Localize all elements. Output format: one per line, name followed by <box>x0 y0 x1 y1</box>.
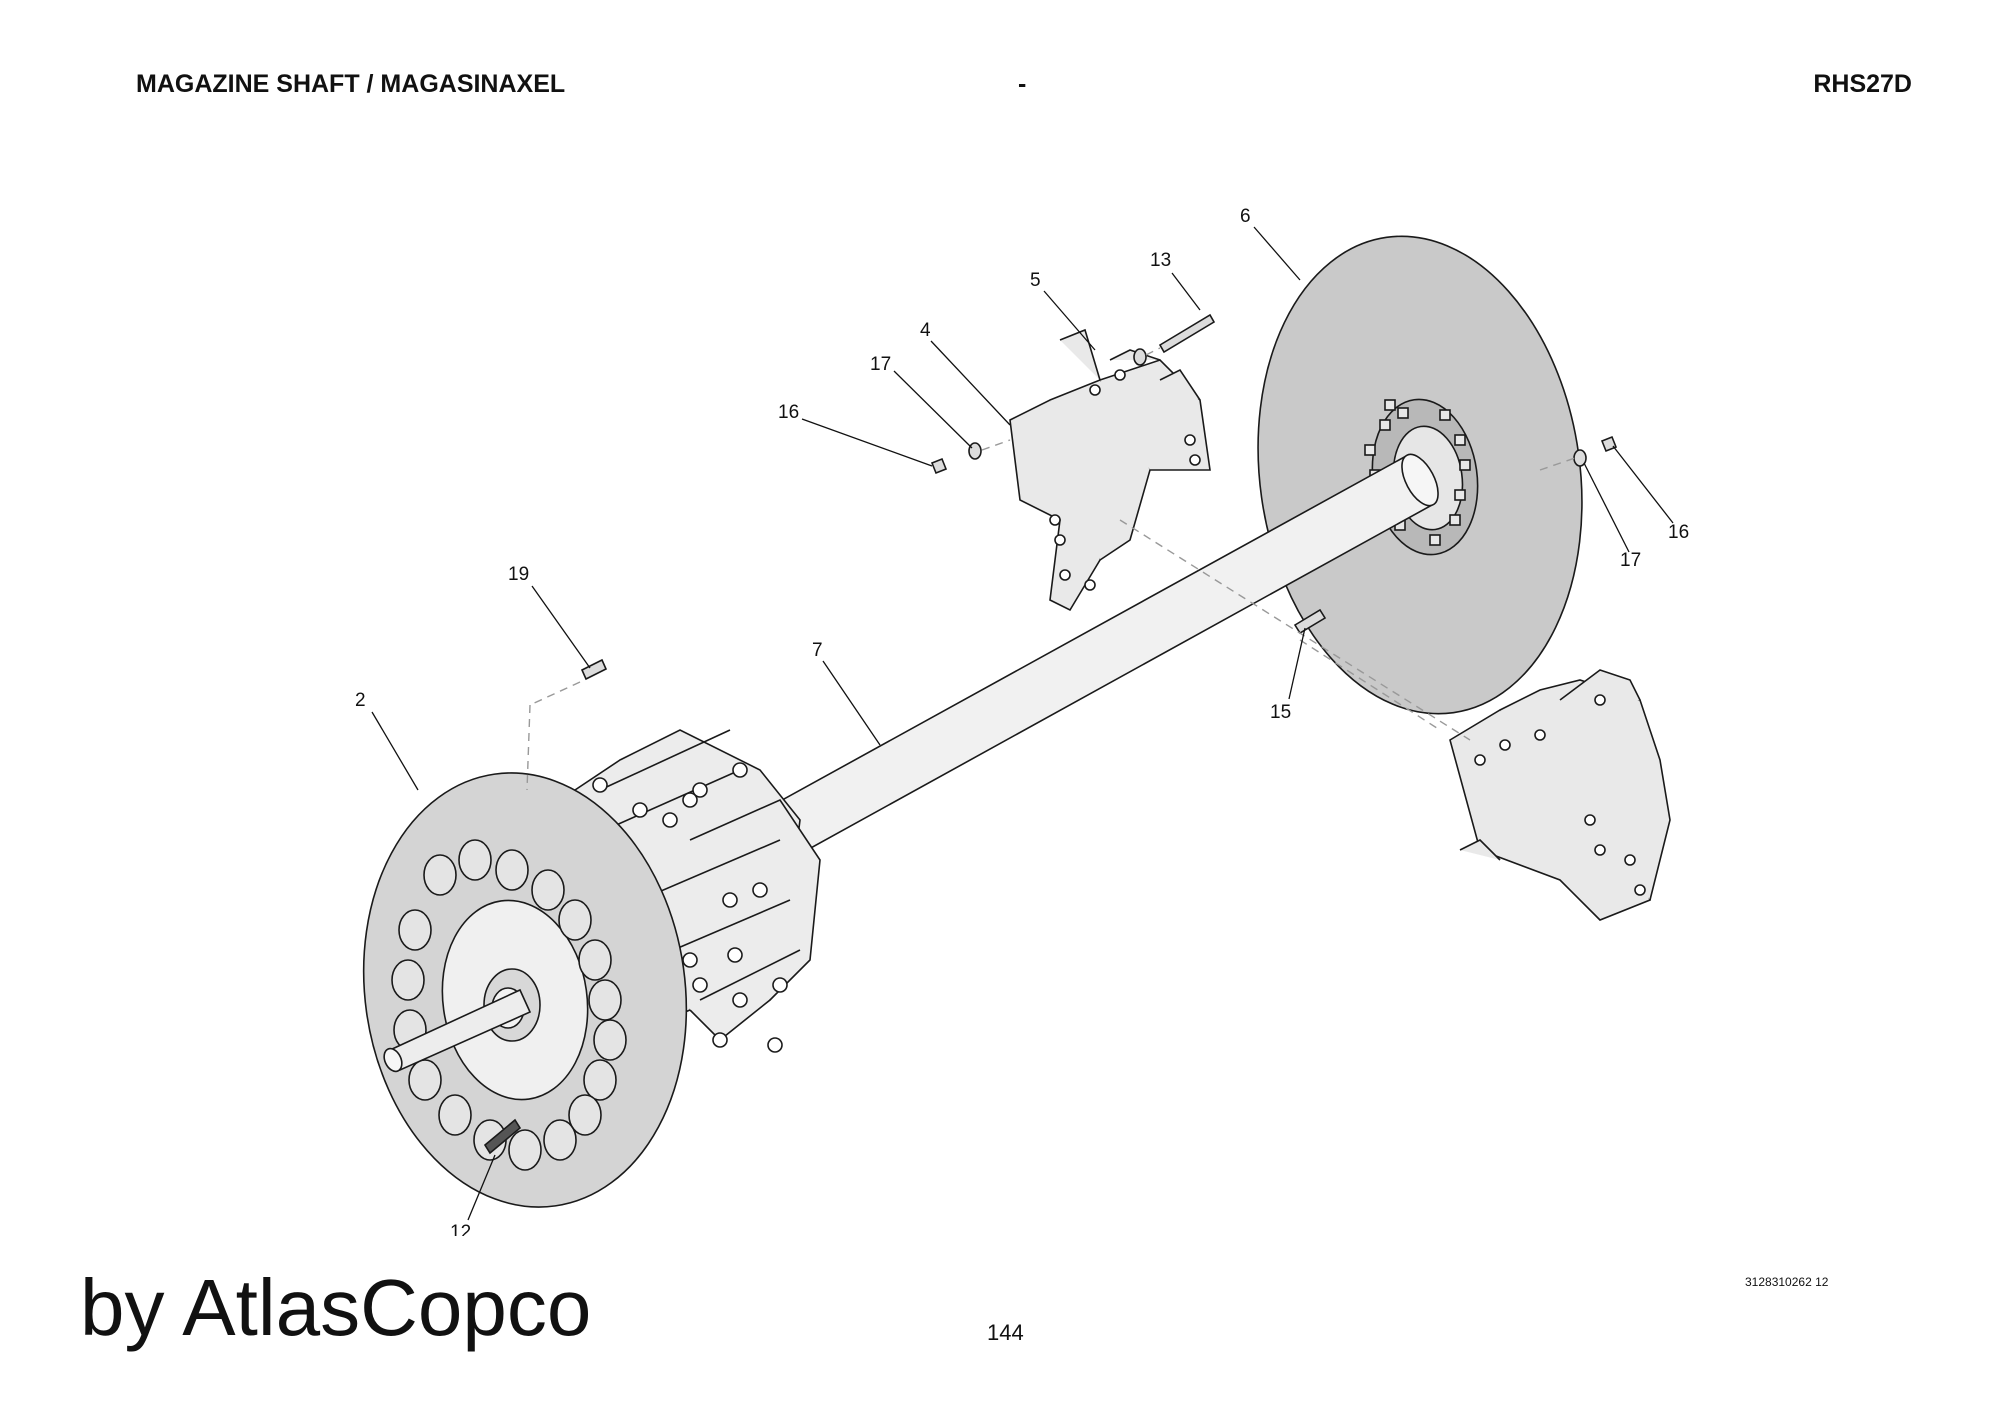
bolt-part-19 <box>580 658 608 681</box>
top-clamp-brackets-parts-4-5 <box>1009 328 1211 612</box>
callout-15: 15 <box>1270 702 1291 723</box>
callout-4: 4 <box>920 320 931 341</box>
leader-lines <box>371 226 1674 1221</box>
bolt-part-15 <box>1293 608 1327 635</box>
right-clamp-brackets <box>1449 669 1671 921</box>
callout-2: 2 <box>355 690 366 711</box>
nut-part-16-left <box>930 457 948 475</box>
front-disc-part-2 <box>362 772 688 1208</box>
document-number: 3128310262 12 <box>1745 1275 1829 1289</box>
washer-part-17-right <box>1573 449 1587 467</box>
callout-5: 5 <box>1030 270 1041 291</box>
bolt-part-13 <box>1158 313 1216 354</box>
callout-16-right: 16 <box>1668 522 1689 543</box>
callout-6: 6 <box>1240 206 1251 227</box>
model-code: RHS27D <box>1813 70 1912 98</box>
nut-part-16-right <box>1600 435 1618 453</box>
page-title: MAGAZINE SHAFT / MAGASINAXEL <box>136 70 566 98</box>
callout-17-right: 17 <box>1620 550 1641 571</box>
callout-16-left: 16 <box>778 402 799 423</box>
callout-17-left: 17 <box>870 354 891 375</box>
page-number: 144 <box>987 1320 1024 1345</box>
callout-19: 19 <box>508 564 529 585</box>
callout-7: 7 <box>812 640 823 661</box>
callout-13: 13 <box>1150 250 1171 271</box>
fasteners <box>580 313 1618 681</box>
assembly-guide-lines <box>526 347 1576 791</box>
washer-part-13 <box>1133 348 1147 366</box>
header-separator: - <box>1018 70 1027 98</box>
brand-watermark: by AtlasCopco <box>80 1263 592 1352</box>
washer-part-17-left <box>968 442 982 460</box>
